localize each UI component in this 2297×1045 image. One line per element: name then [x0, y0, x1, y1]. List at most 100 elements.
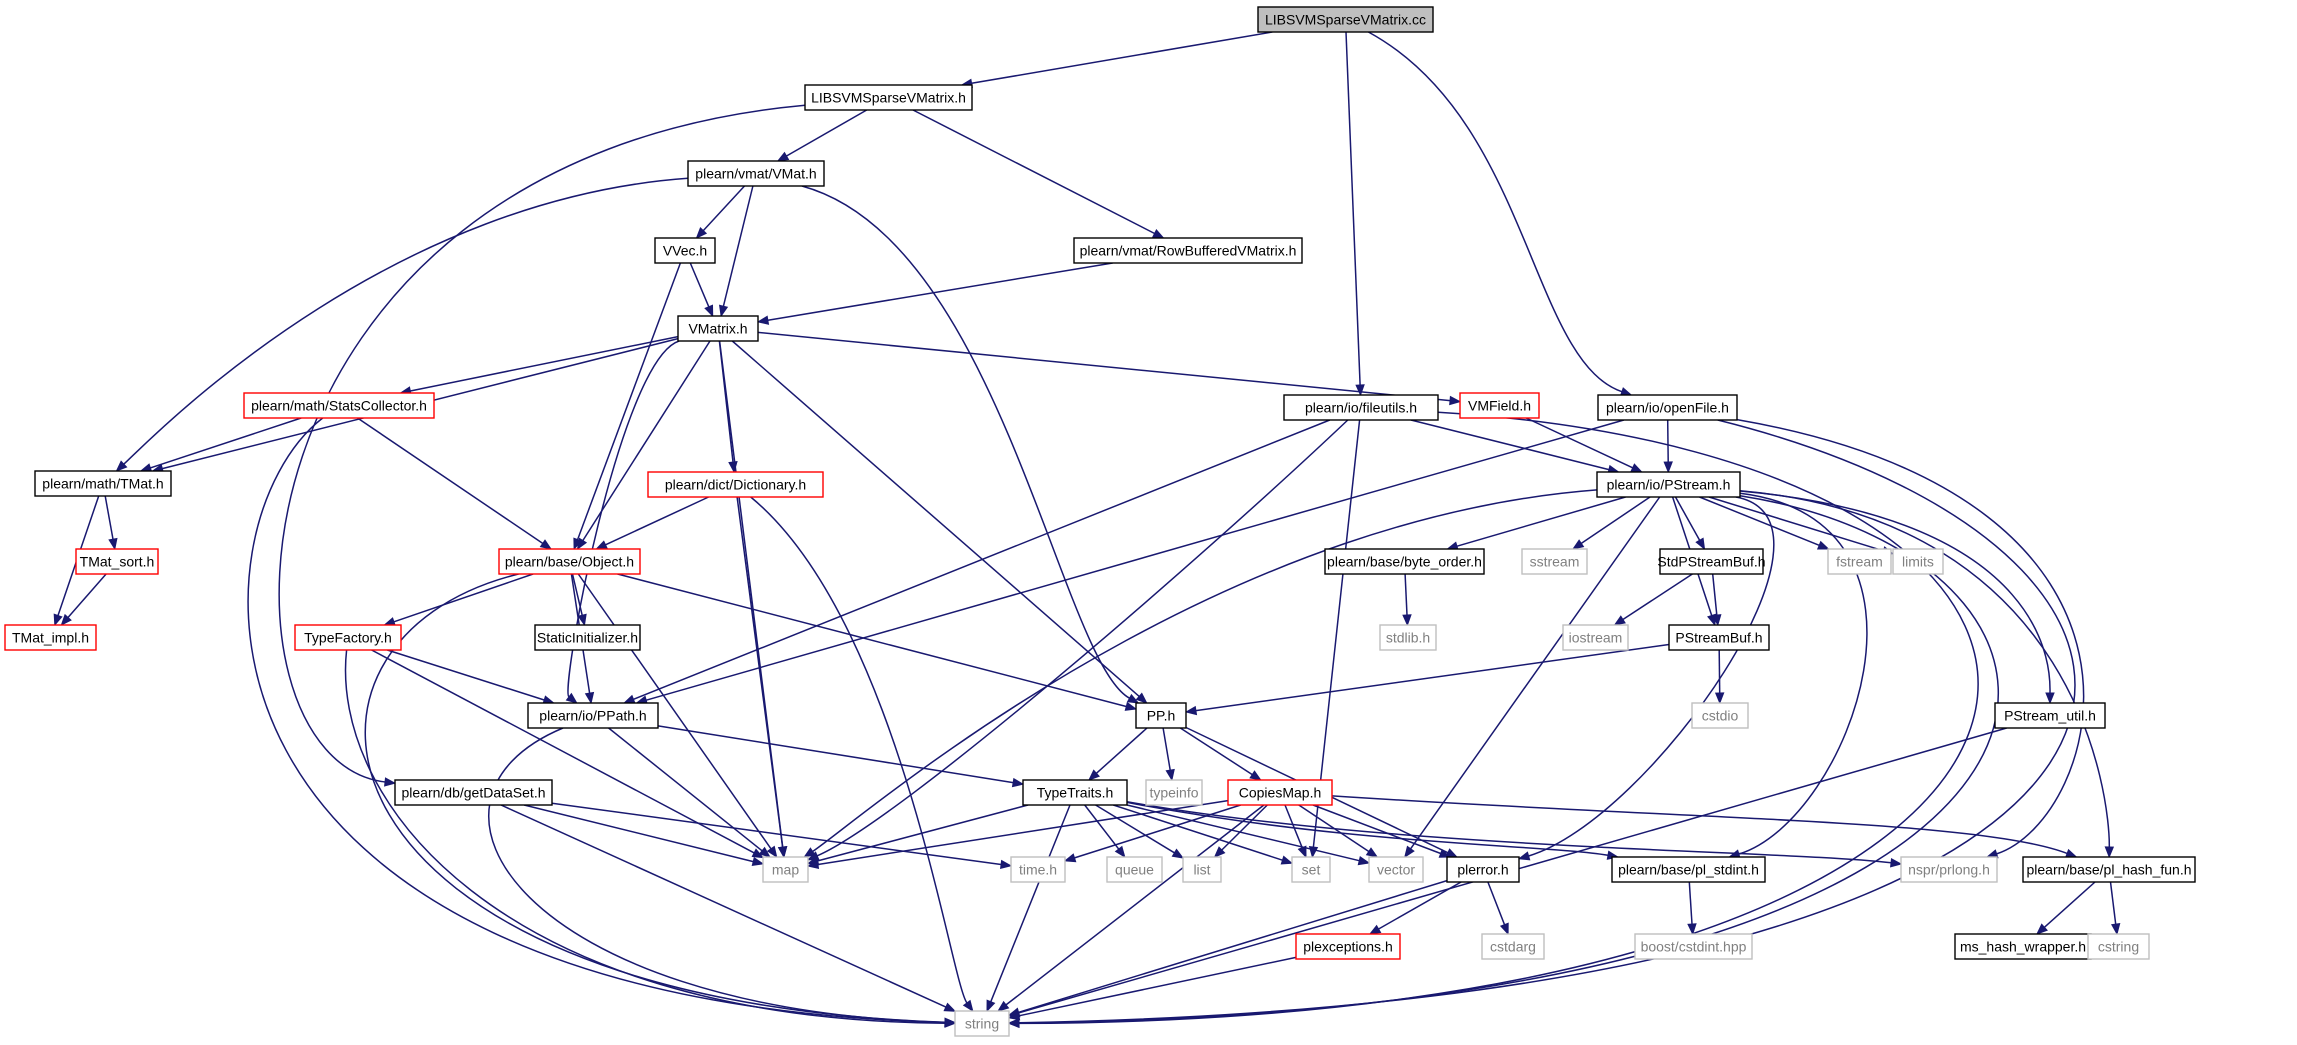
- node-box[interactable]: [1182, 856, 1222, 883]
- node-box[interactable]: [647, 471, 824, 498]
- node-byteorder[interactable]: plearn/base/byte_order.h: [1324, 548, 1485, 575]
- node-stdpsbuf[interactable]: StdPStreamBuf.h: [1657, 548, 1766, 575]
- node-box[interactable]: [243, 392, 435, 419]
- node-box[interactable]: [1227, 779, 1333, 806]
- node-box[interactable]: [534, 624, 641, 651]
- node-fstream[interactable]: fstream: [1827, 548, 1892, 575]
- node-boostcstdint[interactable]: boost/cstdint.hpp: [1634, 933, 1753, 960]
- node-prlong[interactable]: nspr/prlong.h: [1900, 856, 1998, 883]
- node-pl_hash[interactable]: plearn/base/pl_hash_fun.h: [2022, 856, 2196, 883]
- node-typeinfo[interactable]: typeinfo: [1145, 779, 1203, 806]
- node-box[interactable]: [1659, 548, 1764, 575]
- node-box[interactable]: [1291, 856, 1331, 883]
- node-box[interactable]: [75, 548, 159, 575]
- node-root[interactable]: LIBSVMSparseVMatrix.cc: [1257, 6, 1434, 33]
- node-tmat_sort[interactable]: TMat_sort.h: [75, 548, 159, 575]
- node-box[interactable]: [1022, 779, 1128, 806]
- node-box[interactable]: [1073, 237, 1303, 264]
- node-box[interactable]: [954, 1010, 1010, 1037]
- node-psbuf[interactable]: PStreamBuf.h: [1668, 624, 1770, 651]
- node-pstream[interactable]: plearn/io/PStream.h: [1596, 471, 1741, 498]
- node-box[interactable]: [34, 470, 172, 497]
- node-box[interactable]: [1283, 394, 1439, 421]
- node-box[interactable]: [1368, 856, 1424, 883]
- node-box[interactable]: [498, 548, 641, 575]
- node-box[interactable]: [1145, 779, 1203, 806]
- node-libsvm_h[interactable]: LIBSVMSparseVMatrix.h: [804, 84, 973, 111]
- node-box[interactable]: [1994, 702, 2106, 729]
- node-box[interactable]: [1481, 933, 1545, 960]
- node-box[interactable]: [1827, 548, 1892, 575]
- node-queue[interactable]: queue: [1106, 856, 1163, 883]
- node-box[interactable]: [1562, 624, 1629, 651]
- node-dict[interactable]: plearn/dict/Dictionary.h: [647, 471, 824, 498]
- node-cstring[interactable]: cstring: [2087, 933, 2150, 960]
- node-vmatrix[interactable]: VMatrix.h: [677, 315, 759, 342]
- node-openfile[interactable]: plearn/io/openFile.h: [1597, 394, 1738, 421]
- node-box[interactable]: [1596, 471, 1741, 498]
- node-typetraits[interactable]: TypeTraits.h: [1022, 779, 1128, 806]
- node-box[interactable]: [1257, 6, 1434, 33]
- node-copiesmap[interactable]: CopiesMap.h: [1227, 779, 1333, 806]
- node-ppath[interactable]: plearn/io/PPath.h: [527, 702, 659, 729]
- node-pl_stdint[interactable]: plearn/base/pl_stdint.h: [1611, 856, 1766, 883]
- node-box[interactable]: [1135, 702, 1187, 729]
- node-box[interactable]: [1010, 856, 1066, 883]
- node-box[interactable]: [1379, 624, 1437, 651]
- node-box[interactable]: [687, 160, 825, 187]
- node-box[interactable]: [294, 624, 402, 651]
- node-stats[interactable]: plearn/math/StatsCollector.h: [243, 392, 435, 419]
- node-stdlib[interactable]: stdlib.h: [1379, 624, 1437, 651]
- node-object[interactable]: plearn/base/Object.h: [498, 548, 641, 575]
- edge-arrowhead-pstream-to-string: [1007, 1018, 1020, 1028]
- node-box[interactable]: [762, 856, 809, 883]
- node-mshash[interactable]: ms_hash_wrapper.h: [1954, 933, 2092, 960]
- node-box[interactable]: [1691, 702, 1749, 729]
- node-timeh[interactable]: time.h: [1010, 856, 1066, 883]
- node-box[interactable]: [1324, 548, 1485, 575]
- node-pp[interactable]: PP.h: [1135, 702, 1187, 729]
- node-map[interactable]: map: [762, 856, 809, 883]
- node-box[interactable]: [1459, 392, 1540, 419]
- node-vmat[interactable]: plearn/vmat/VMat.h: [687, 160, 825, 187]
- node-rowbuf[interactable]: plearn/vmat/RowBufferedVMatrix.h: [1073, 237, 1303, 264]
- node-tmat_impl[interactable]: TMat_impl.h: [4, 624, 97, 651]
- node-fileutils[interactable]: plearn/io/fileutils.h: [1283, 394, 1439, 421]
- node-getdataset[interactable]: plearn/db/getDataSet.h: [394, 779, 553, 806]
- node-psutil[interactable]: PStream_util.h: [1994, 702, 2106, 729]
- node-list[interactable]: list: [1182, 856, 1222, 883]
- node-box[interactable]: [2087, 933, 2150, 960]
- node-box[interactable]: [1892, 548, 1944, 575]
- node-box[interactable]: [654, 237, 716, 264]
- node-box[interactable]: [1521, 548, 1588, 575]
- node-vmfield[interactable]: VMField.h: [1459, 392, 1540, 419]
- node-cstdio[interactable]: cstdio: [1691, 702, 1749, 729]
- node-sstream[interactable]: sstream: [1521, 548, 1588, 575]
- node-box[interactable]: [2022, 856, 2196, 883]
- node-box[interactable]: [1900, 856, 1998, 883]
- node-box[interactable]: [1634, 933, 1753, 960]
- node-box[interactable]: [1668, 624, 1770, 651]
- node-cstdarg[interactable]: cstdarg: [1481, 933, 1545, 960]
- node-box[interactable]: [1106, 856, 1163, 883]
- node-plexceptions[interactable]: plexceptions.h: [1295, 933, 1401, 960]
- node-box[interactable]: [1295, 933, 1401, 960]
- node-box[interactable]: [804, 84, 973, 111]
- node-box[interactable]: [677, 315, 759, 342]
- node-vector[interactable]: vector: [1368, 856, 1424, 883]
- node-box[interactable]: [394, 779, 553, 806]
- node-vvec[interactable]: VVec.h: [654, 237, 716, 264]
- node-staticinit[interactable]: StaticInitializer.h: [534, 624, 641, 651]
- node-box[interactable]: [4, 624, 97, 651]
- node-box[interactable]: [1611, 856, 1766, 883]
- node-set[interactable]: set: [1291, 856, 1331, 883]
- node-tmat[interactable]: plearn/math/TMat.h: [34, 470, 172, 497]
- node-limits[interactable]: limits: [1892, 548, 1944, 575]
- node-typefactory[interactable]: TypeFactory.h: [294, 624, 402, 651]
- node-box[interactable]: [527, 702, 659, 729]
- node-string[interactable]: string: [954, 1010, 1010, 1037]
- node-box[interactable]: [1446, 856, 1520, 883]
- node-iostream[interactable]: iostream: [1562, 624, 1629, 651]
- node-plerror[interactable]: plerror.h: [1446, 856, 1520, 883]
- node-box[interactable]: [1597, 394, 1738, 421]
